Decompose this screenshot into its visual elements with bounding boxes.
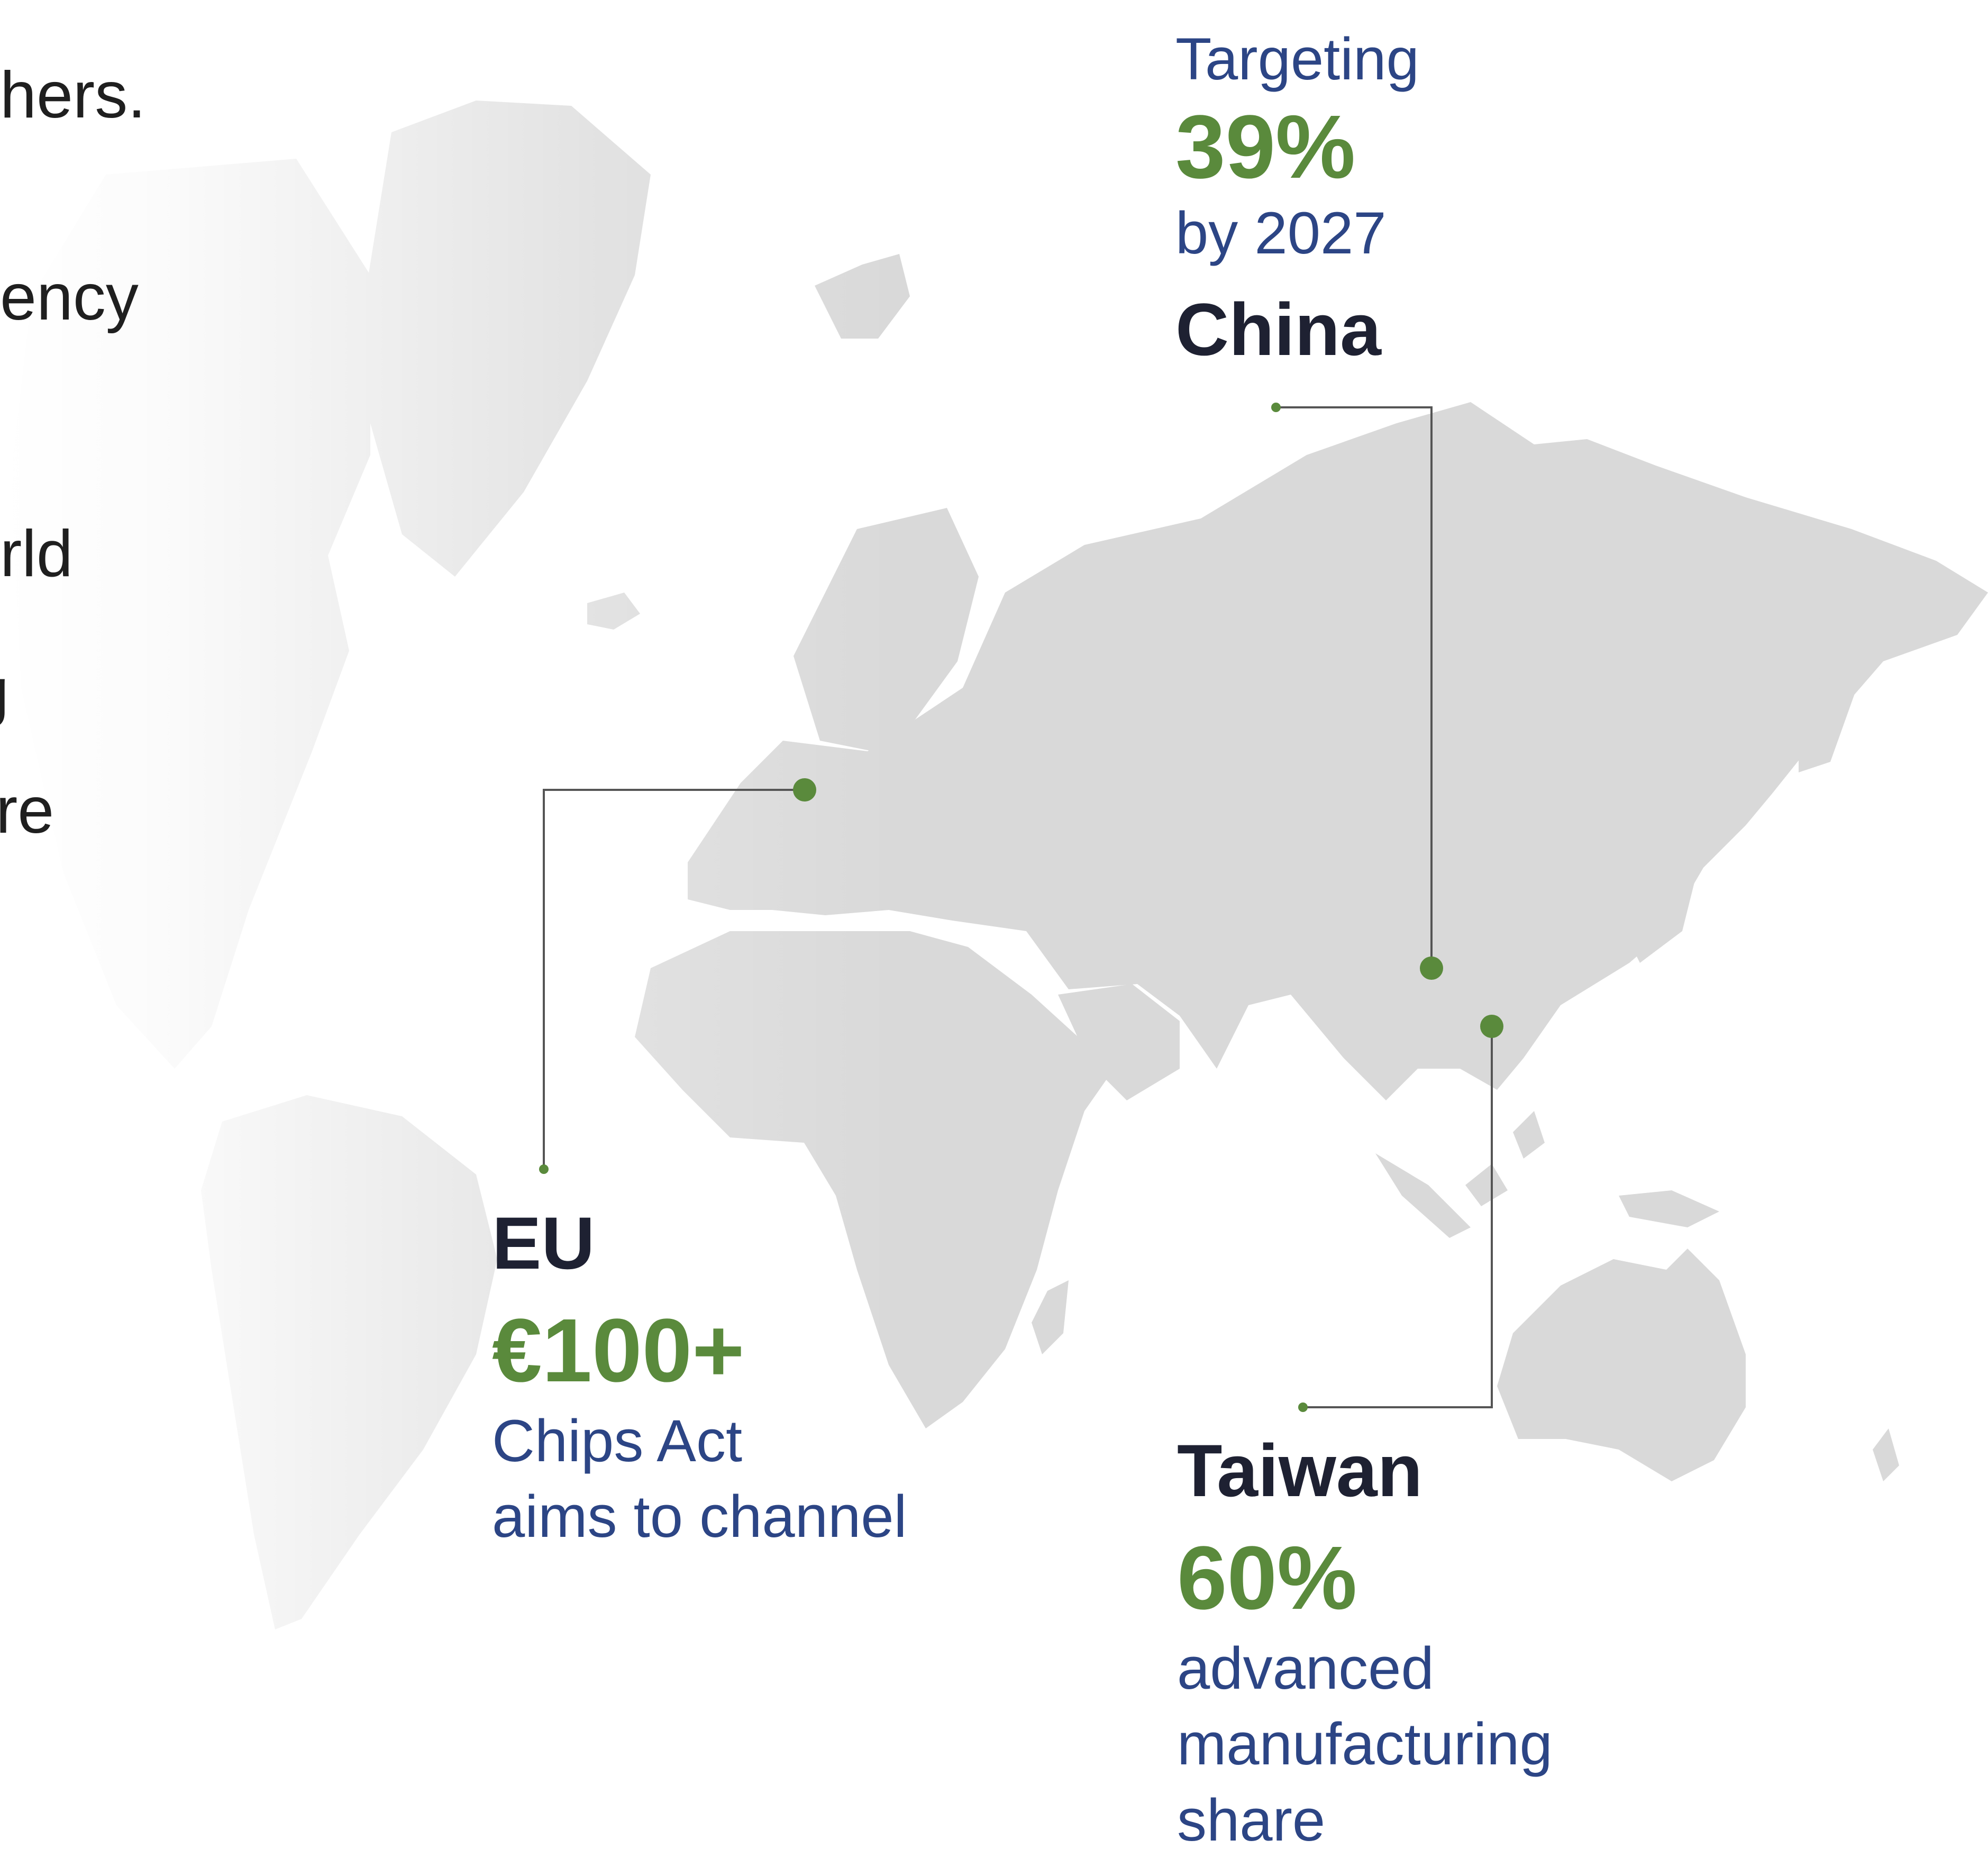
intro-text-line-5: re bbox=[0, 774, 54, 847]
china-name: China bbox=[1175, 287, 1381, 371]
eu-caption-line-2: aims to channel bbox=[492, 1483, 907, 1550]
china-stat: 39% bbox=[1175, 97, 1356, 198]
eu-leader-line bbox=[543, 789, 805, 1169]
china-prefix: Targeting bbox=[1175, 26, 1419, 92]
china-leader-line bbox=[1276, 406, 1433, 968]
intro-text-line-4: g bbox=[0, 659, 9, 724]
taiwan-caption-line-2: manufacturing bbox=[1177, 1711, 1553, 1778]
taiwan-label-dot bbox=[1298, 1402, 1308, 1412]
eu-caption-line-1: Chips Act bbox=[492, 1408, 743, 1474]
taiwan-caption-line-3: share bbox=[1177, 1787, 1326, 1853]
eu-callout: EU €100+ Chips Act aims to channel bbox=[492, 1206, 907, 1555]
intro-text-line-1: hers. bbox=[0, 59, 146, 132]
taiwan-location-marker bbox=[1480, 1015, 1503, 1038]
china-suffix: by 2027 bbox=[1175, 200, 1387, 267]
intro-text-line-2: ency bbox=[0, 261, 139, 334]
intro-text-line-3: rld bbox=[0, 517, 73, 590]
eu-name: EU bbox=[492, 1201, 595, 1285]
taiwan-callout: Taiwan 60% advanced manufacturing share bbox=[1177, 1434, 1553, 1858]
taiwan-stat: 60% bbox=[1177, 1528, 1357, 1628]
taiwan-name: Taiwan bbox=[1177, 1429, 1423, 1512]
china-label-dot bbox=[1271, 403, 1281, 412]
china-callout: Targeting 39% by 2027 China bbox=[1175, 21, 1419, 367]
eu-stat: €100+ bbox=[492, 1300, 745, 1401]
eu-label-dot bbox=[539, 1164, 549, 1174]
eu-location-marker bbox=[793, 778, 816, 802]
taiwan-leader-line bbox=[1303, 1026, 1493, 1408]
taiwan-caption-line-1: advanced bbox=[1177, 1635, 1434, 1701]
china-location-marker bbox=[1420, 957, 1443, 980]
